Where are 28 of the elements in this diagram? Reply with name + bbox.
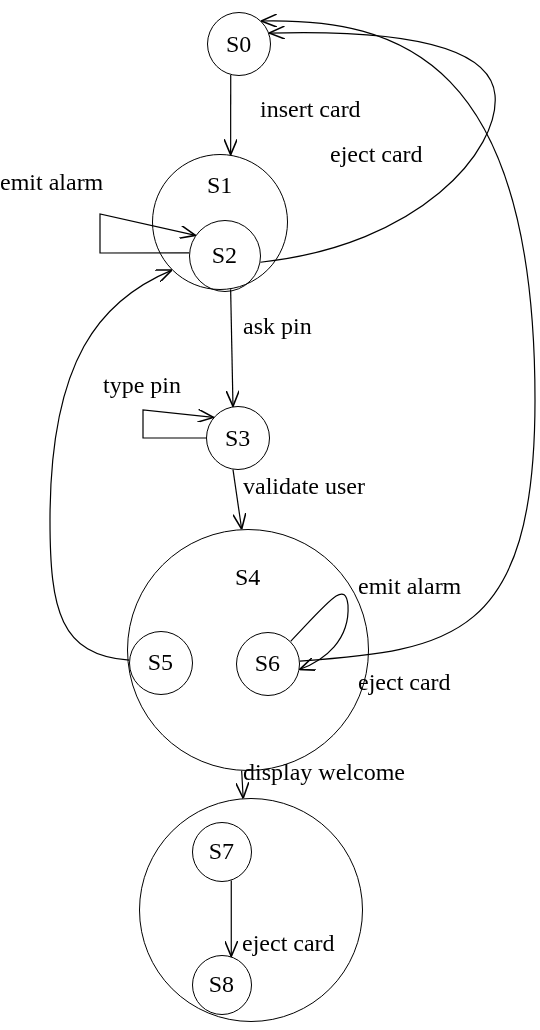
edge-label: ask pin [243, 314, 312, 338]
transition-arrow [99, 213, 197, 254]
transition-arrow [49, 269, 173, 661]
state-label: S3 [225, 425, 251, 450]
transition-arrow [260, 13, 536, 662]
edge-label: type pin [103, 373, 181, 397]
state-label: S1 [207, 172, 233, 197]
edge-label: display welcome [243, 760, 405, 784]
state-label: S6 [254, 651, 281, 676]
transition-arrow [142, 408, 215, 439]
state-label: S7 [208, 839, 235, 864]
state-label: S4 [235, 564, 261, 589]
edge-label: eject card [330, 142, 423, 166]
edge-label: insert card [260, 97, 361, 121]
edge-label: validate user [243, 474, 365, 498]
edge-label: emit alarm [0, 170, 104, 194]
transition-arrow [223, 74, 238, 156]
transition-arrow [290, 593, 349, 671]
state-label: S2 [211, 243, 238, 268]
transition-arrow [232, 469, 247, 530]
transition-arrow [259, 25, 496, 263]
transition-arrow [224, 879, 239, 958]
edge-label: emit alarm [358, 574, 462, 598]
state-label: S8 [208, 972, 235, 997]
state-label: S5 [147, 650, 174, 675]
state-label: S0 [226, 31, 252, 56]
transition-arrow [235, 770, 250, 800]
edge-label: eject card [242, 931, 335, 955]
